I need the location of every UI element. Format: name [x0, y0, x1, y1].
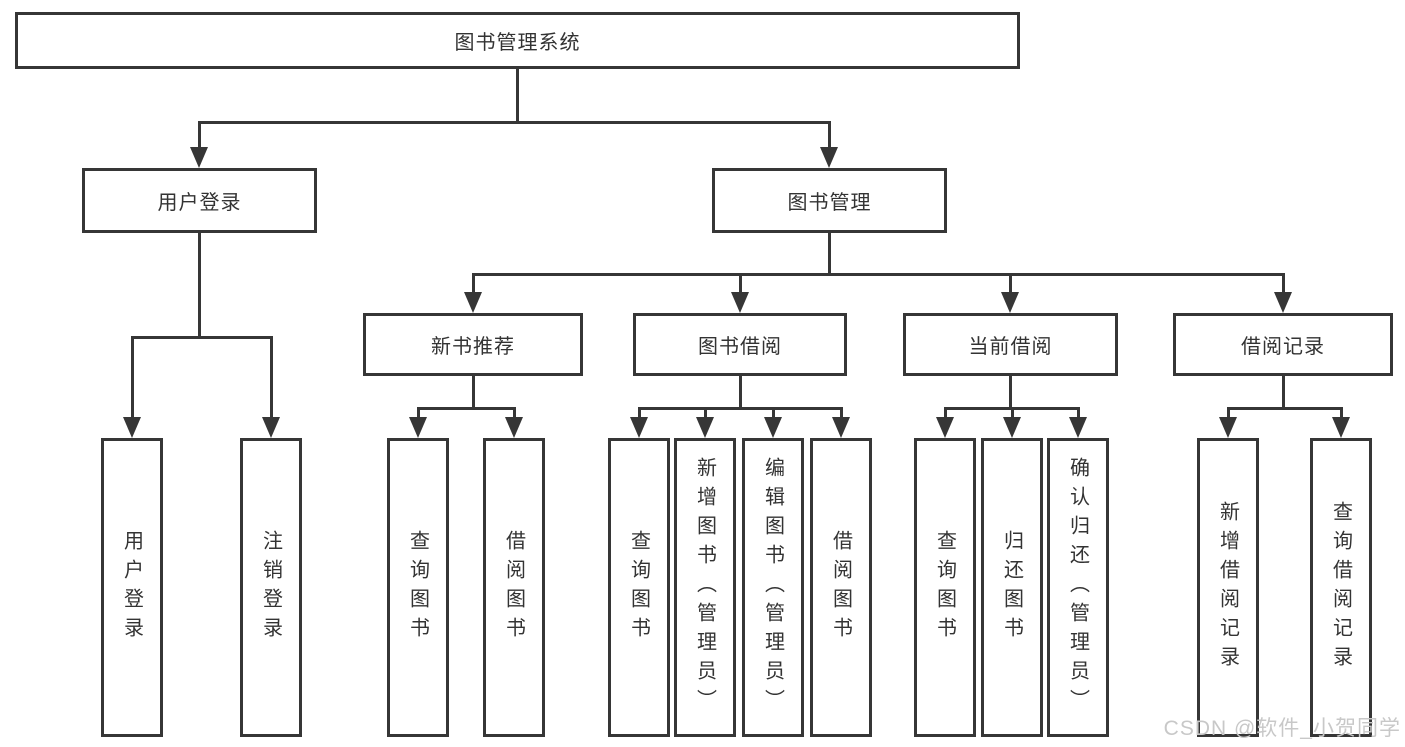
leaf-borrow-books-recommend: 借阅图书 — [483, 438, 545, 737]
leaf-borrow-books: 借阅图书 — [810, 438, 872, 737]
leaf-logout: 注销登录 — [240, 438, 302, 737]
connector-arrow-add-book — [696, 407, 714, 438]
connector-arrow-query-record — [1332, 407, 1350, 438]
leaf-return-books: 归还图书 — [981, 438, 1043, 737]
node-current-borrow: 当前借阅 — [903, 313, 1118, 376]
leaf-query-books-recommend: 查询图书 — [387, 438, 449, 737]
connector-book-borrow-stem — [739, 376, 742, 409]
connector-arrow-query-books-1 — [409, 407, 427, 438]
leaf-query-books-current: 查询图书 — [914, 438, 976, 737]
node-book-borrow: 图书借阅 — [633, 313, 847, 376]
connector-arrow-borrow-books-2 — [832, 407, 850, 438]
leaf-add-borrow-record: 新增借阅记录 — [1197, 438, 1259, 737]
connector-arrow-new-book-recommend — [464, 273, 482, 313]
connector-arrow-book-borrow — [731, 273, 749, 313]
leaf-confirm-return-admin: 确认归还（管理员） — [1047, 438, 1109, 737]
connector-user-login-stem — [198, 233, 201, 339]
leaf-user-login: 用户登录 — [101, 438, 163, 737]
connector-arrow-query-books-2 — [630, 407, 648, 438]
connector-arrow-leaf-logout — [262, 336, 280, 438]
connector-borrow-records-hline — [1227, 407, 1343, 410]
connector-arrow-borrow-books-1 — [505, 407, 523, 438]
leaf-add-book-admin: 新增图书（管理员） — [674, 438, 736, 737]
connector-new-book-hline — [417, 407, 516, 410]
connector-arrow-confirm-return — [1069, 407, 1087, 438]
leaf-edit-book-admin: 编辑图书（管理员） — [742, 438, 804, 737]
connector-arrow-book-management — [820, 121, 838, 168]
connector-arrow-query-books-3 — [936, 407, 954, 438]
connector-arrow-edit-book — [764, 407, 782, 438]
node-borrow-records: 借阅记录 — [1173, 313, 1393, 376]
connector-user-login-hline — [131, 336, 273, 339]
connector-arrow-leaf-user-login — [123, 336, 141, 438]
connector-borrow-records-stem — [1282, 376, 1285, 409]
leaf-query-borrow-record: 查询借阅记录 — [1310, 438, 1372, 737]
connector-arrow-borrow-records — [1274, 273, 1292, 313]
connector-level2-hline — [198, 121, 831, 124]
connector-level3-hline — [472, 273, 1285, 276]
connector-new-book-stem — [472, 376, 475, 409]
connector-book-management-stem — [828, 233, 831, 275]
connector-root-stem — [516, 69, 519, 123]
leaf-query-books-borrow: 查询图书 — [608, 438, 670, 737]
connector-arrow-user-login — [190, 121, 208, 168]
node-new-book-recommend: 新书推荐 — [363, 313, 583, 376]
connector-book-borrow-hline — [638, 407, 843, 410]
csdn-watermark: CSDN @软件_小贺同学 — [1163, 717, 1401, 740]
connector-arrow-current-borrow — [1001, 273, 1019, 313]
node-book-management: 图书管理 — [712, 168, 947, 233]
connector-arrow-return-books — [1003, 407, 1021, 438]
connector-arrow-add-record — [1219, 407, 1237, 438]
node-user-login: 用户登录 — [82, 168, 317, 233]
node-library-management-system: 图书管理系统 — [15, 12, 1020, 69]
connector-current-borrow-stem — [1009, 376, 1012, 409]
